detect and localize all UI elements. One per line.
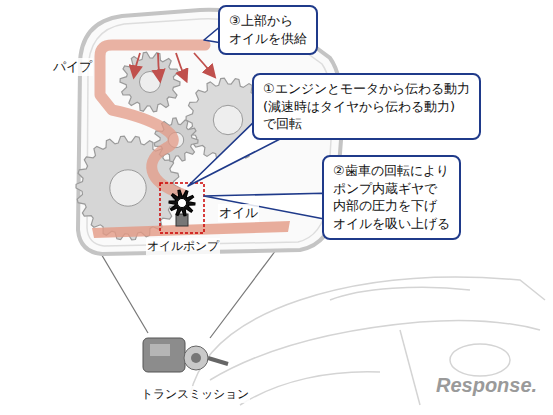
zoom-line: [100, 250, 276, 338]
gear: [169, 190, 195, 216]
pump-highlight: [160, 183, 204, 233]
part-label: オイル: [218, 204, 259, 222]
gear-hub: [213, 105, 242, 134]
callout-box: ②歯車の回転により ポンプ内蔵ギヤで 内部の圧力を下げ オイルを吸い上げる: [322, 155, 461, 240]
part-label: パイプ: [52, 58, 93, 76]
callout-box: ①エンジンとモータから伝わる動力 (減速時はタイヤから伝わる動力) で回転: [252, 73, 481, 140]
gear-hub: [140, 72, 161, 93]
callout-text: ②歯車の回転により ポンプ内蔵ギヤで 内部の圧力を下げ オイルを吸い上げる: [333, 162, 450, 232]
callout-text: ①エンジンとモータから伝わる動力 (減速時はタイヤから伝わる動力) で回転: [263, 80, 470, 133]
part-label: オイルポンプ: [146, 238, 220, 255]
gear-hub: [177, 198, 186, 207]
oil-pool: [92, 221, 290, 238]
callout-pointer: [204, 28, 219, 43]
callout-text: ③上部から オイルを供給: [229, 12, 307, 47]
gear-hub: [110, 170, 146, 206]
transmission-picture: [143, 338, 228, 372]
watermark: Response.: [436, 374, 537, 397]
part-label: トランスミッション: [140, 386, 250, 403]
gear: [120, 52, 180, 112]
pipe: [100, 45, 205, 194]
callout-box: ③上部から オイルを供給: [218, 5, 318, 55]
oil-supply-arrow: [134, 53, 214, 80]
